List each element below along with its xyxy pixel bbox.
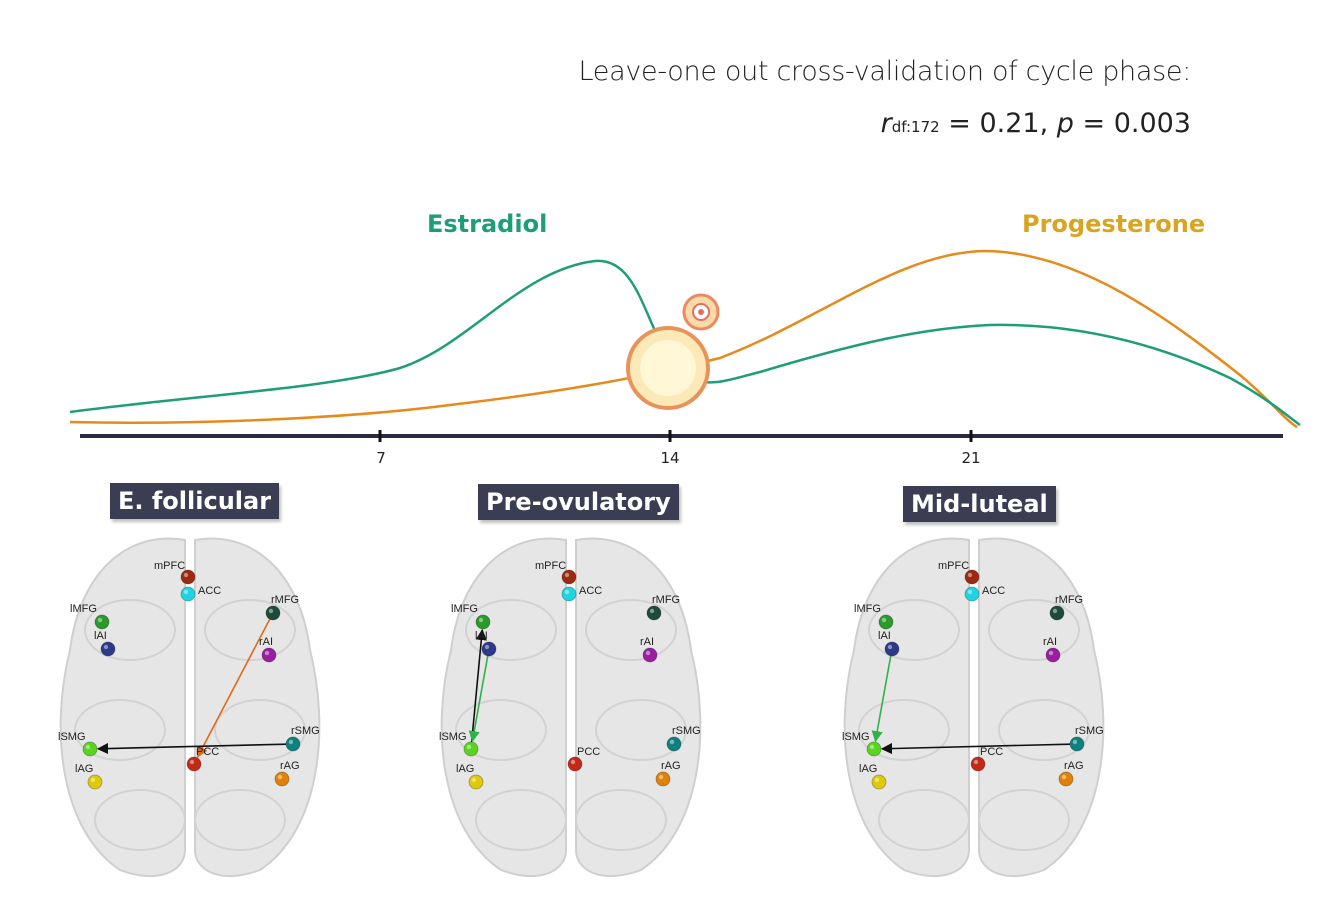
brain-diagram: mPFC ACC lMFG lAI rMFG rAI lSMG PCC rSMG lAG rAG [842, 537, 1105, 878]
p-symbol: p [1056, 108, 1074, 139]
node-lSMG [866, 741, 882, 757]
node-label-lMFG: lMFG [451, 603, 478, 615]
node-rAG [274, 771, 290, 787]
progesterone-curve [69, 249, 1298, 429]
connection-arrow-rMFG-to-PCC [196, 618, 271, 758]
node-label-rSMG: rSMG [672, 725, 701, 737]
node-ACC [964, 586, 980, 602]
brain-outline [440, 537, 702, 878]
connection-arrow-rSMG-to-lSMG [96, 742, 287, 755]
node-PCC [970, 756, 986, 772]
node-label-lSMG: lSMG [842, 731, 870, 743]
node-label-rAI: rAI [259, 636, 273, 648]
cross-validation-stat: rdf:172 = 0.21, p = 0.003 [881, 108, 1191, 139]
connection-arrow-lAI-to-lSMG [468, 655, 489, 743]
node-label-PCC: PCC [980, 746, 1003, 758]
node-label-lAI: lAI [475, 630, 488, 642]
ovulating-follicle-icon [626, 293, 720, 410]
node-rSMG [285, 736, 301, 752]
node-label-rMFG: rMFG [652, 594, 680, 606]
node-mPFC [180, 569, 196, 585]
node-label-rSMG: rSMG [291, 725, 320, 737]
p-value: = 0.003 [1073, 108, 1191, 139]
node-rAI [261, 647, 277, 663]
node-label-lAG: lAG [75, 763, 93, 775]
node-rMFG [1049, 605, 1065, 621]
node-label-mPFC: mPFC [535, 560, 566, 572]
node-label-rMFG: rMFG [271, 594, 299, 606]
node-ACC [561, 586, 577, 602]
node-rSMG [666, 736, 682, 752]
node-label-rAI: rAI [1043, 636, 1057, 648]
node-rAG [1058, 771, 1074, 787]
node-rAI [642, 647, 658, 663]
node-lAI [481, 641, 497, 657]
node-label-PCC: PCC [577, 746, 600, 758]
figure-title: Leave-one out cross-validation of cycle … [578, 56, 1192, 87]
node-rMFG [646, 605, 662, 621]
node-label-rSMG: rSMG [1075, 725, 1104, 737]
node-lAI [884, 641, 900, 657]
node-PCC [567, 756, 583, 772]
r-value: = 0.21, [939, 108, 1057, 139]
connection-arrow-rSMG-to-lSMG [880, 742, 1071, 755]
node-label-lAI: lAI [878, 630, 891, 642]
phase-label-mid-luteal: Mid-luteal [903, 486, 1056, 522]
node-label-lSMG: lSMG [439, 731, 467, 743]
node-label-lAI: lAI [94, 630, 107, 642]
connection-arrow-lAI-to-lSMG [871, 655, 892, 743]
node-lAI [100, 641, 116, 657]
node-label-rAG: rAG [280, 760, 300, 772]
estradiol-label: Estradiol [427, 210, 548, 238]
node-label-PCC: PCC [196, 746, 219, 758]
brain-outline [843, 537, 1105, 878]
node-label-ACC: ACC [982, 585, 1005, 597]
brain-diagram: mPFC ACC lMFG lAI rMFG rAI lSMG PCC rSMG lAG rAG [58, 537, 321, 878]
node-mPFC [561, 569, 577, 585]
node-mPFC [964, 569, 980, 585]
node-label-ACC: ACC [579, 585, 602, 597]
r-symbol: r [880, 108, 892, 139]
tick-label-7: 7 [376, 449, 386, 467]
node-label-lAG: lAG [859, 763, 877, 775]
node-lSMG [82, 741, 98, 757]
node-label-lSMG: lSMG [58, 731, 86, 743]
brain-outline [59, 537, 321, 878]
node-label-ACC: ACC [198, 585, 221, 597]
node-PCC [186, 756, 202, 772]
node-rAG [655, 771, 671, 787]
node-lAG [468, 774, 484, 790]
node-label-rMFG: rMFG [1055, 594, 1083, 606]
node-lAG [87, 774, 103, 790]
phase-label-pre-ovulatory: Pre-ovulatory [478, 484, 679, 520]
node-rAI [1045, 647, 1061, 663]
phase-label-early-follicular: E. follicular [110, 483, 280, 519]
tick-label-14: 14 [660, 449, 680, 467]
node-lMFG [878, 614, 894, 630]
node-lSMG [463, 741, 479, 757]
node-label-mPFC: mPFC [938, 560, 969, 572]
tick-label-21: 21 [961, 449, 981, 467]
node-label-lMFG: lMFG [70, 603, 97, 615]
node-label-lMFG: lMFG [854, 603, 881, 615]
node-label-rAI: rAI [640, 636, 654, 648]
node-ACC [180, 586, 196, 602]
progesterone-label: Progesterone [1022, 210, 1206, 238]
node-label-rAG: rAG [661, 760, 681, 772]
node-label-rAG: rAG [1064, 760, 1084, 772]
node-lMFG [475, 614, 491, 630]
node-rSMG [1069, 736, 1085, 752]
node-lMFG [94, 614, 110, 630]
brain-diagram: mPFC ACC lMFG lAI rMFG rAI lSMG PCC rSMG lAG rAG [439, 537, 702, 878]
connection-arrow-lSMG-to-lMFG [470, 628, 487, 743]
node-rMFG [265, 605, 281, 621]
node-lAG [871, 774, 887, 790]
df-label: df:172 [891, 118, 940, 136]
node-label-mPFC: mPFC [154, 560, 185, 572]
node-label-lAG: lAG [456, 763, 474, 775]
